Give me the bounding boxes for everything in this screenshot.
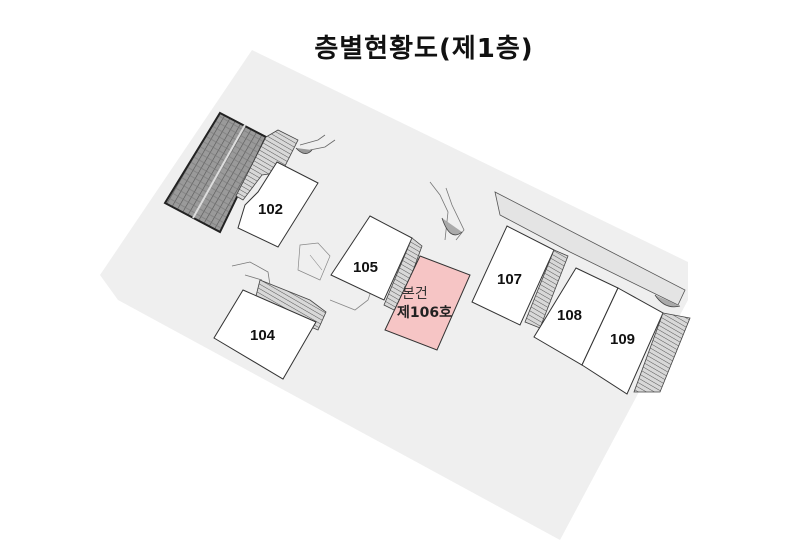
unit-107-label: 107 — [497, 271, 522, 288]
page-title: 층별현황도(제1층) — [314, 34, 534, 64]
entrance-ramp — [429, 181, 465, 241]
unit-105[interactable]: 105 — [330, 215, 413, 301]
stair-core-104 — [231, 242, 379, 331]
unit-102[interactable]: 102 — [237, 161, 319, 248]
parking-structure — [163, 111, 268, 234]
unit-104-label: 104 — [250, 327, 276, 344]
unit-108-label: 108 — [557, 307, 582, 324]
unit-106-label-line1: 본건 — [402, 286, 428, 302]
unit-109-label: 109 — [610, 331, 635, 348]
unit-106-label-line2: 제106호 — [397, 305, 452, 321]
canopy-strip — [494, 191, 686, 306]
unit-104[interactable]: 104 — [213, 289, 317, 380]
unit-109[interactable]: 109 — [581, 287, 664, 395]
stair-core-109 — [633, 294, 691, 393]
unit-102-label: 102 — [258, 201, 283, 218]
unit-107[interactable]: 107 — [471, 225, 555, 326]
unit-106-subject[interactable]: 본건 제106호 — [384, 255, 471, 351]
unit-105-label: 105 — [353, 259, 378, 276]
